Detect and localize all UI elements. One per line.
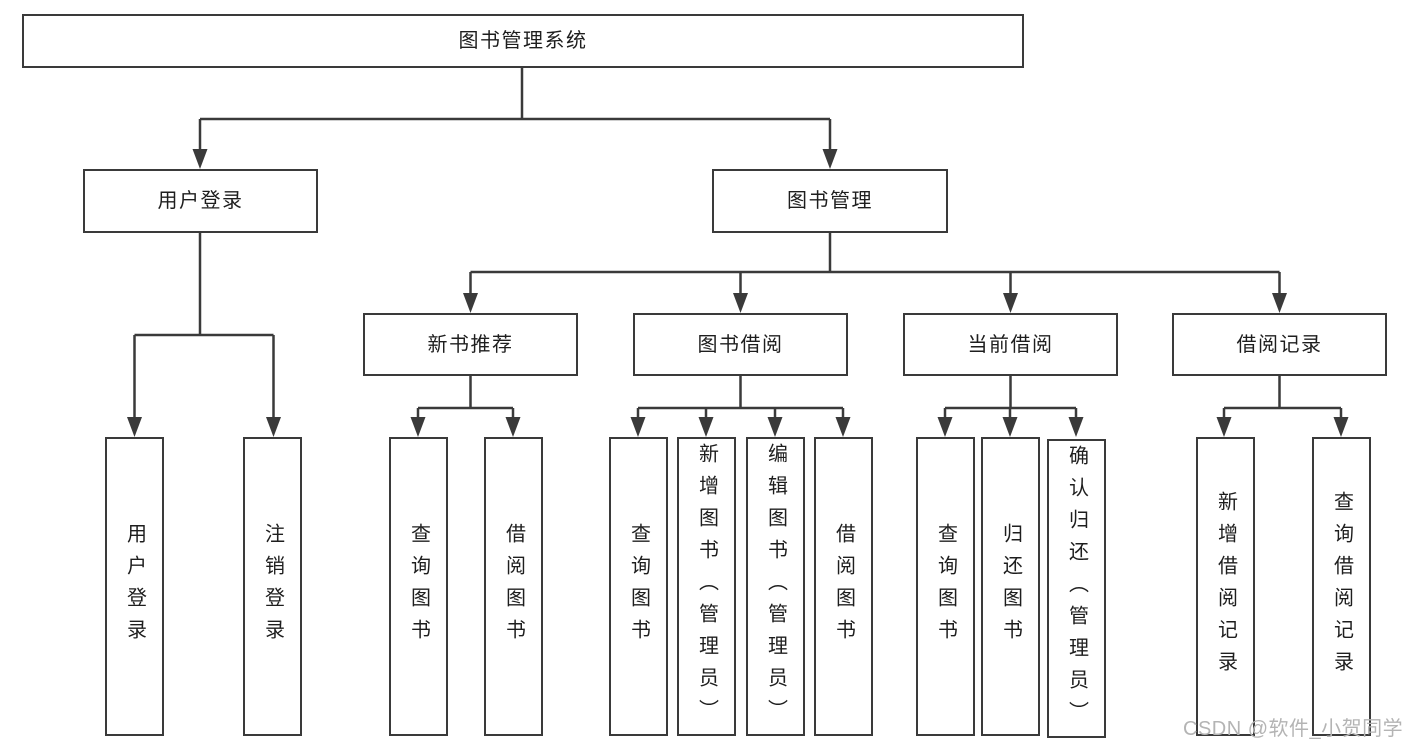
leaf-recommend-borrow-books-label: 借阅图书: [502, 522, 525, 651]
node-new-book-recommend-label: 新书推荐: [427, 333, 514, 356]
leaf-records-add-record-label: 新增借阅记录: [1214, 490, 1237, 683]
node-user-login-label: 用户登录: [157, 190, 244, 212]
leaf-borrow-edit-book-admin: 编辑图书（管理员）: [746, 437, 805, 736]
node-user-login: 用户登录: [83, 169, 318, 233]
leaf-recommend-borrow-books: 借阅图书: [484, 437, 543, 736]
leaf-recommend-query-books: 查询图书: [389, 437, 448, 736]
leaf-borrow-borrow-books-label: 借阅图书: [832, 522, 855, 651]
leaf-user-login-label: 用户登录: [123, 522, 146, 651]
connector-lines: [133, 68, 1343, 419]
leaf-records-add-record: 新增借阅记录: [1196, 437, 1255, 736]
node-book-borrow: 图书借阅: [633, 313, 848, 376]
leaf-logout-label: 注销登录: [261, 522, 284, 651]
node-book-management-label: 图书管理: [787, 190, 873, 212]
node-book-management: 图书管理: [712, 169, 948, 233]
leaf-current-return-books: 归还图书: [981, 437, 1040, 736]
leaf-records-query-record: 查询借阅记录: [1312, 437, 1371, 736]
leaf-current-query-books-label: 查询图书: [934, 522, 957, 651]
leaf-borrow-edit-book-admin-label: 编辑图书（管理员）: [764, 442, 787, 731]
leaf-current-confirm-return-admin-label: 确认归还（管理员）: [1065, 444, 1088, 733]
leaf-borrow-borrow-books: 借阅图书: [814, 437, 873, 736]
watermark: CSDN @软件_小贺同学: [1183, 718, 1404, 740]
leaf-borrow-query-books: 查询图书: [609, 437, 668, 736]
node-new-book-recommend: 新书推荐: [363, 313, 578, 376]
node-root: 图书管理系统: [22, 14, 1024, 68]
node-borrow-records-label: 借阅记录: [1236, 333, 1323, 356]
node-book-borrow-label: 图书借阅: [697, 333, 784, 356]
leaf-borrow-add-book-admin: 新增图书（管理员）: [677, 437, 736, 736]
leaf-borrow-add-book-admin-label: 新增图书（管理员）: [695, 442, 718, 731]
connector-arrowheads: [127, 149, 1349, 437]
leaf-recommend-query-books-label: 查询图书: [407, 522, 430, 651]
leaf-records-query-record-label: 查询借阅记录: [1330, 490, 1353, 683]
leaf-current-return-books-label: 归还图书: [999, 522, 1022, 651]
node-current-borrow: 当前借阅: [903, 313, 1118, 376]
node-current-borrow-label: 当前借阅: [967, 333, 1054, 356]
leaf-logout: 注销登录: [243, 437, 302, 736]
node-borrow-records: 借阅记录: [1172, 313, 1387, 376]
node-root-label: 图书管理系统: [458, 30, 588, 52]
leaf-user-login: 用户登录: [105, 437, 164, 736]
leaf-current-query-books: 查询图书: [916, 437, 975, 736]
leaf-current-confirm-return-admin: 确认归还（管理员）: [1047, 439, 1106, 738]
leaf-borrow-query-books-label: 查询图书: [627, 522, 650, 651]
